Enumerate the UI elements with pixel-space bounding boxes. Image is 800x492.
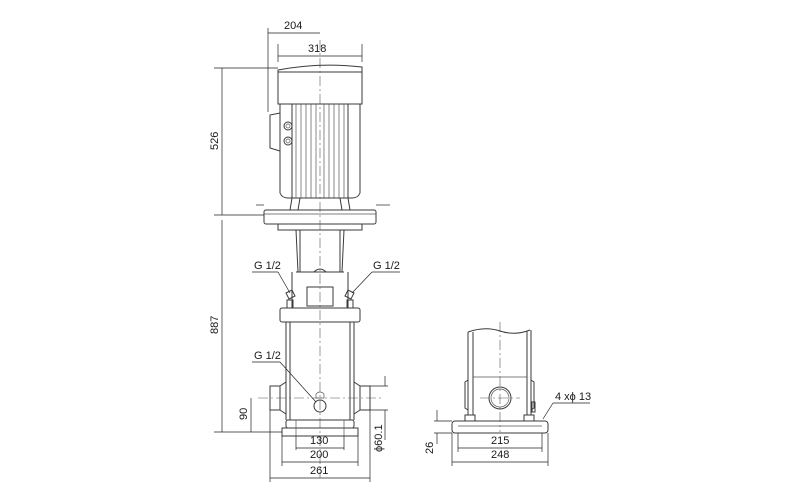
callout-vent-left: G 1/2 [254,260,281,272]
side-view [451,322,549,434]
front-dimensions: 204 318 526 887 90 ϕ60.1 130 200 [209,20,400,482]
terminal-box [269,112,281,152]
vent-plug-left [285,289,296,300]
cable-gland-icon [283,121,293,131]
vent-plug-right [344,289,355,300]
front-view [256,40,390,478]
dim-90: 90 [238,408,250,420]
pump-sleeve [285,321,355,420]
dim-248: 248 [491,449,509,461]
side-dimensions: 26 215 248 4 xϕ 13 [424,391,591,466]
side-base-plate [451,420,549,434]
dim-130: 130 [310,435,328,447]
dim-261: 261 [310,465,328,477]
motor-flange [256,204,390,231]
dim-204: 204 [284,20,302,32]
dim-215: 215 [491,435,509,447]
ports [258,381,382,415]
dim-318: 318 [308,43,326,55]
dim-526: 526 [209,132,221,150]
drain-plug [313,399,327,413]
dim-200: 200 [310,449,328,461]
dim-887: 887 [209,316,221,334]
callout-drain: G 1/2 [254,350,281,362]
cable-gland-icon [283,136,293,146]
callout-mount-holes: 4 xϕ 13 [555,391,591,403]
motor [269,64,363,211]
dim-port-diameter: ϕ60.1 [373,424,385,452]
dim-26: 26 [424,442,436,454]
coupling-lantern [285,229,355,309]
callout-vent-right: G 1/2 [373,260,400,272]
